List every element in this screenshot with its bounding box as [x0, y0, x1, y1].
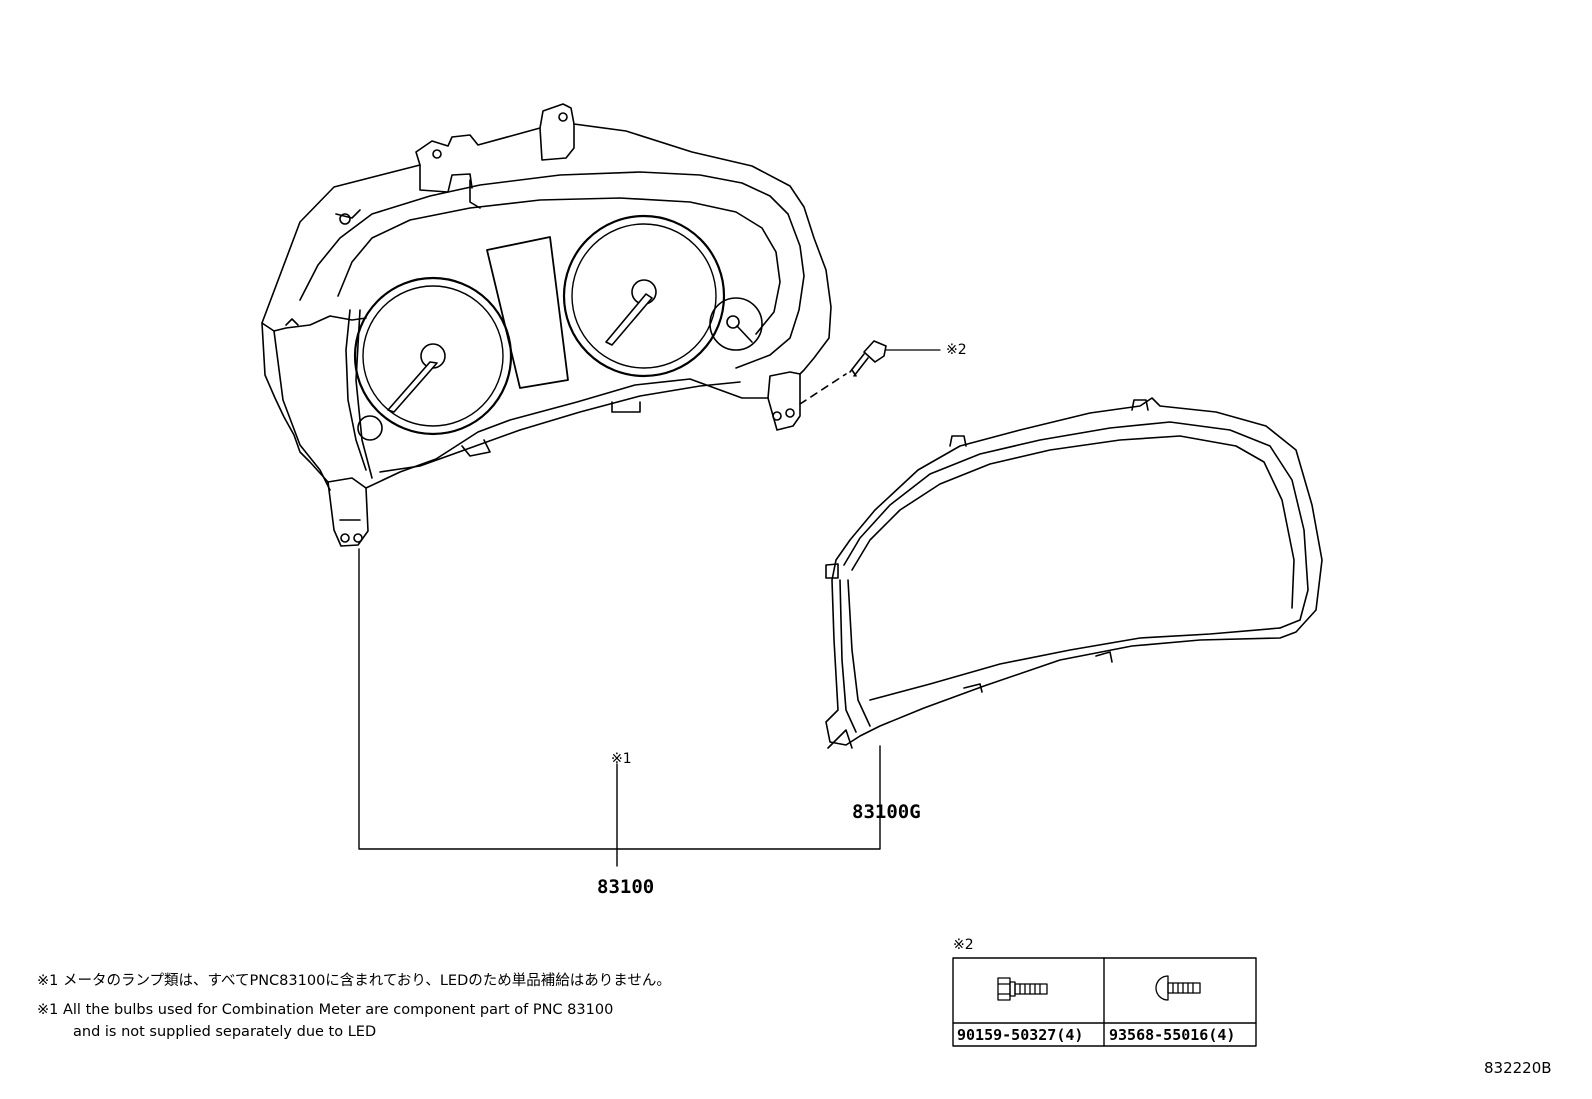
fastener-table: [952, 957, 1257, 1047]
note2-marker: ※2: [946, 342, 967, 358]
part-number-assembly: 83100: [597, 876, 655, 898]
note-english-line2: and is not supplied separately due to LE…: [73, 1024, 377, 1040]
screw-fastener: [799, 340, 941, 405]
fastener-part-number-1: 90159-50327(4): [957, 1026, 1084, 1044]
round-head-screw-icon: [1155, 975, 1201, 1001]
meter-glass: [825, 397, 1323, 749]
note1-marker: ※1: [611, 751, 632, 767]
part-number-glass: 83100G: [852, 801, 921, 823]
table-marker: ※2: [953, 937, 974, 953]
fastener-part-number-2: 93568-55016(4): [1109, 1026, 1236, 1044]
reference-lines: [358, 548, 881, 867]
note-english-line1: ※1 All the bulbs used for Combination Me…: [37, 1002, 614, 1018]
combination-meter-assembly: [261, 103, 832, 547]
flange-bolt-icon: [997, 977, 1048, 1001]
note-japanese: ※1 メータのランプ類は、すべてPNC83100に含まれており、LEDのため単品…: [37, 973, 671, 989]
sheet-code: 832220B: [1484, 1059, 1552, 1077]
